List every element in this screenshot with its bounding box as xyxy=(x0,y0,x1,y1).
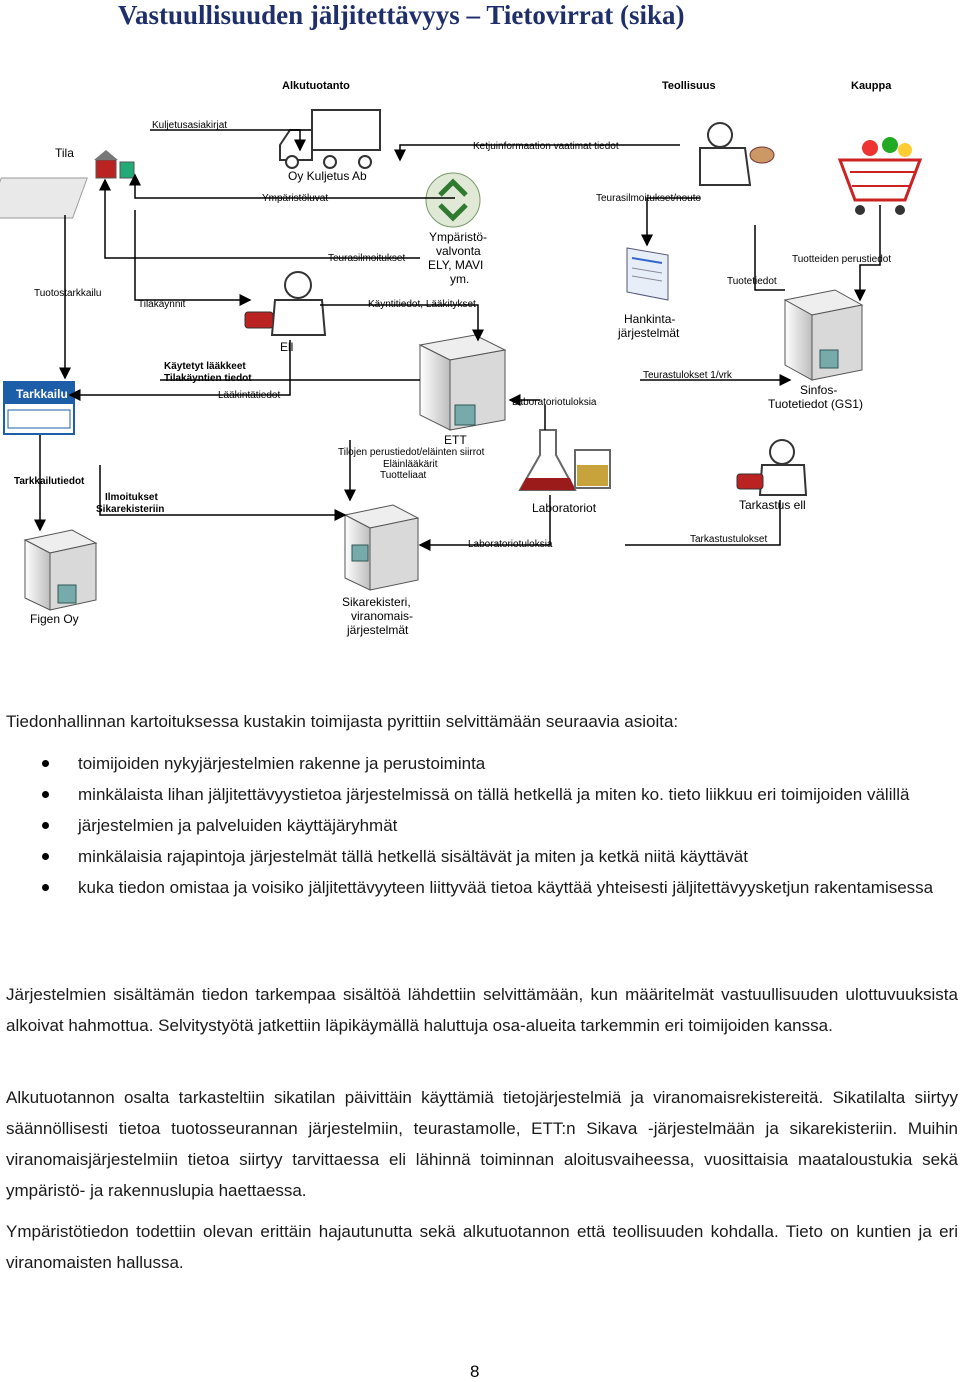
flow-ketjuinformaatio: Ketjuinformaation vaatimat tiedot xyxy=(473,141,619,152)
page-number: 8 xyxy=(470,1362,480,1381)
node-tarkastus: Tarkastus ell xyxy=(739,498,806,512)
truck-icon xyxy=(279,109,381,169)
flow-tarkastustulokset: Tarkastustulokset xyxy=(690,534,767,545)
butcher-icon xyxy=(699,122,775,186)
flow-teurasilmoitukset: Teurasilmoitukset xyxy=(328,253,405,264)
information-flow-diagram: Alkutuotanto Teollisuus Kauppa Tila Oy K… xyxy=(0,80,923,637)
paragraph: Alkutuotannon osalta tarkasteltiin sikat… xyxy=(6,1088,958,1200)
node-hankinta-1: Hankinta- xyxy=(624,312,675,326)
header-alkutuotanto: Alkutuotanto xyxy=(282,80,350,92)
bullet-icon xyxy=(42,853,49,860)
procurement-screen-icon xyxy=(626,247,669,301)
bullet-icon xyxy=(42,760,49,767)
flow-kaytetyt-2: Tilakäyntien tiedot xyxy=(164,373,252,384)
node-ymparisto-3: ELY, MAVI xyxy=(428,258,483,272)
flow-tuotteiden-perustiedot: Tuotteiden perustiedot xyxy=(792,254,891,265)
node-ett: ETT xyxy=(444,433,467,447)
bullet-list: toimijoiden nykyjärjestelmien rakenne ja… xyxy=(0,748,958,903)
ett-server-icon xyxy=(418,334,507,431)
farm-icon xyxy=(0,150,135,219)
recycle-icon xyxy=(425,172,481,228)
header-teollisuus: Teollisuus xyxy=(662,80,716,92)
node-sinfos-1: Sinfos- xyxy=(800,383,837,397)
intro-text: Tiedonhallinnan kartoituksessa kustakin … xyxy=(6,712,679,731)
flow-kuljetusasiakirjat: Kuljetusasiakirjat xyxy=(152,120,227,131)
bullet-icon xyxy=(42,884,49,891)
paragraph: Ympäristötiedon todettiin olevan erittäi… xyxy=(6,1222,958,1272)
figen-server-icon xyxy=(23,529,98,611)
sikarekisteri-server-icon xyxy=(343,504,420,591)
node-sikarekisteri-2: viranomais- xyxy=(351,609,413,623)
list-item: järjestelmien ja palveluiden käyttäjäryh… xyxy=(0,810,958,841)
laboratory-icon xyxy=(518,429,611,491)
flow-kaytetyt-1: Käytetyt lääkkeet xyxy=(164,361,246,372)
bullet-icon xyxy=(42,822,49,829)
flow-tilojen-2: Eläinlääkärit xyxy=(383,459,438,470)
flow-teurasilmoitukset-nouto: Teurasilmoitukset/nouto xyxy=(596,193,701,204)
flow-kayntitiedot: Käyntitiedot, Lääkitykset xyxy=(368,299,476,310)
flow-laboratoriotuloksia-2: Laboratoriotuloksia xyxy=(468,539,553,550)
inspector-icon xyxy=(736,439,808,496)
list-item: minkälaista lihan jäljitettävyystietoa j… xyxy=(0,779,958,810)
list-item: minkälaisia rajapintoja järjestelmät täl… xyxy=(0,841,958,872)
tarkkailu-window xyxy=(3,381,75,435)
node-ymparisto-2: valvonta xyxy=(436,244,481,258)
header-kauppa: Kauppa xyxy=(851,80,892,92)
flow-laakintatiedot: Lääkintätiedot xyxy=(218,390,280,401)
flow-teurastulokset: Teurastulokset 1/vrk xyxy=(643,370,733,381)
flow-tilojen-1: Tilojen perustiedot/eläinten siirrot xyxy=(338,447,485,458)
node-laboratoriot: Laboratoriot xyxy=(532,501,597,515)
paragraph: Järjestelmien sisältämän tiedon tarkempa… xyxy=(6,985,958,1035)
flow-ymparistoluvat: Ympäristöluvat xyxy=(262,193,328,204)
node-sinfos-2: Tuotetiedot (GS1) xyxy=(768,397,863,411)
list-item: kuka tiedon omistaa ja voisiko jäljitett… xyxy=(0,872,958,903)
sinfos-server-icon xyxy=(783,289,864,381)
node-tarkkailu: Tarkkailu xyxy=(16,387,68,401)
node-ell: Ell xyxy=(280,340,293,354)
veterinarian-icon xyxy=(244,271,327,336)
flow-tilojen-3: Tuotteliaat xyxy=(380,470,427,481)
flow-laboratoriotuloksia: Laboratoriotuloksia xyxy=(512,397,597,408)
node-figen: Figen Oy xyxy=(30,612,79,626)
node-hankinta-2: järjestelmät xyxy=(617,326,680,340)
node-sikarekisteri-3: järjestelmät xyxy=(346,623,409,637)
flow-tuotostarkkailu: Tuotostarkkailu xyxy=(34,288,101,299)
node-tila: Tila xyxy=(55,146,74,160)
flow-ilmoitukset-2: Sikarekisteriin xyxy=(96,504,164,515)
shopping-cart-icon xyxy=(837,137,923,215)
node-sikarekisteri-1: Sikarekisteri, xyxy=(342,595,411,609)
node-ymparisto-4: ym. xyxy=(450,272,469,286)
node-ymparisto-1: Ympäristö- xyxy=(429,230,487,244)
flow-tarkkailutiedot: Tarkkailutiedot xyxy=(14,476,85,487)
flow-ilmoitukset-1: Ilmoitukset xyxy=(105,492,158,503)
bullet-icon xyxy=(42,791,49,798)
node-kuljetus: Oy Kuljetus Ab xyxy=(288,169,367,183)
list-item: toimijoiden nykyjärjestelmien rakenne ja… xyxy=(0,748,958,779)
page-title: Vastuullisuuden jäljitettävyys – Tietovi… xyxy=(118,0,685,30)
flow-tilakaynnit: Tilakäynnit xyxy=(138,299,186,310)
flow-tuotetiedot: Tuotetiedot xyxy=(727,276,777,287)
